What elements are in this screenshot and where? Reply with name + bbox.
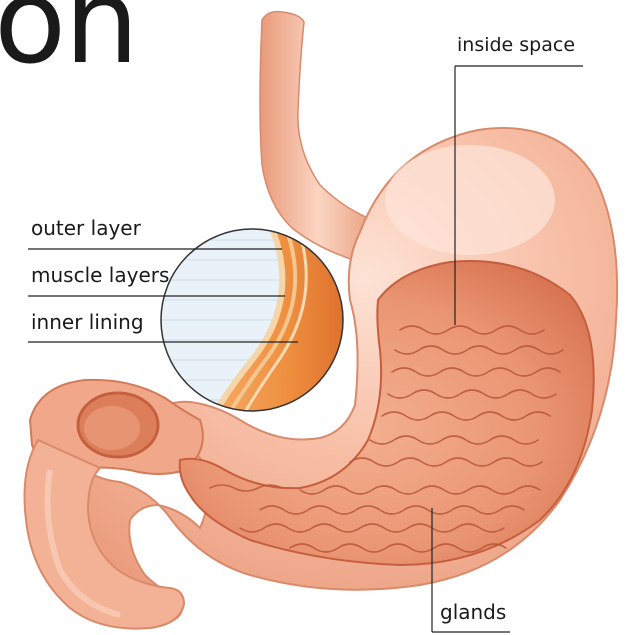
fundus-highlight <box>385 145 555 255</box>
esophagus <box>260 12 378 262</box>
label-inside-space: inside space <box>457 34 575 56</box>
label-glands: glands <box>440 600 506 624</box>
label-inner-lining: inner lining <box>31 310 144 334</box>
label-outer-layer: outer layer <box>31 216 141 240</box>
label-muscle-layers: muscle layers <box>31 263 169 287</box>
